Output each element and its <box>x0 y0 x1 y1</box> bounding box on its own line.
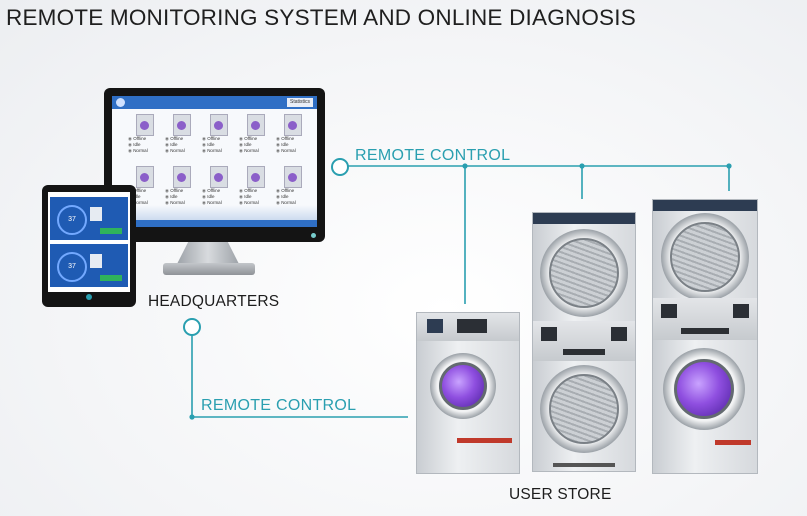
connector-circle-top <box>331 158 349 176</box>
timer-ring: 37 <box>57 252 87 282</box>
stack-indicator-strip <box>715 440 751 445</box>
washer-icon <box>173 114 191 136</box>
screen-header: Statistics <box>112 96 317 109</box>
connector-circle-hq <box>183 318 201 336</box>
washer-control-panel <box>417 313 519 341</box>
stack-washer-door <box>663 348 745 430</box>
junction-dot <box>462 163 468 169</box>
monitor-base <box>163 263 255 275</box>
machine-panel[interactable]: 37 <box>50 197 128 240</box>
machine-tile[interactable]: OfflineIdleNormal <box>165 114 202 160</box>
machine-grid: OfflineIdleNormal OfflineIdleNormal Offl… <box>128 114 313 212</box>
washer-icon <box>247 166 265 188</box>
remote-control-label-bottom: REMOTE CONTROL <box>201 397 357 414</box>
machine-tile[interactable]: OfflineIdleNormal <box>239 166 276 212</box>
power-button-icon <box>311 233 316 238</box>
remote-control-label-top: REMOTE CONTROL <box>355 147 511 164</box>
stack-middle-panel <box>653 298 757 340</box>
stack-dryer-drum <box>670 222 740 292</box>
washer-icon <box>247 114 265 136</box>
washer-icon <box>90 207 102 221</box>
junction-dot <box>189 414 195 420</box>
machine-tile[interactable]: OfflineIdleNormal <box>276 114 313 160</box>
app-logo-icon <box>116 98 125 107</box>
stack-washer-drum <box>674 359 734 419</box>
washer-drum <box>439 362 487 410</box>
start-button[interactable] <box>100 275 122 281</box>
monitor-stand <box>177 242 239 264</box>
junction-dot <box>579 163 585 169</box>
washer-icon <box>173 166 191 188</box>
monitor-screen: Statistics OfflineIdleNormal OfflineIdle… <box>112 96 317 227</box>
machine-tile[interactable]: OfflineIdleNormal <box>276 166 313 212</box>
tablet-device: 37 37 <box>42 185 136 307</box>
start-button[interactable] <box>100 228 122 234</box>
machine-tile[interactable]: OfflineIdleNormal <box>202 114 239 160</box>
machine-tile[interactable]: OfflineIdleNormal <box>202 166 239 212</box>
upper-dryer-drum <box>549 238 619 308</box>
machine-panel[interactable]: 37 <box>50 244 128 287</box>
screen-footer <box>112 220 317 227</box>
washer-door <box>430 353 496 419</box>
dryer-middle-panel <box>533 321 635 361</box>
washer-indicator-strip <box>457 438 512 443</box>
timer-ring: 37 <box>57 205 87 235</box>
upper-dryer-door <box>540 229 628 317</box>
front-load-washer <box>416 312 520 474</box>
washer-icon <box>210 114 228 136</box>
machine-tile[interactable]: OfflineIdleNormal <box>128 166 165 212</box>
washer-icon <box>284 114 302 136</box>
tablet-screen: 37 37 <box>48 192 130 292</box>
lower-dryer-drum <box>549 374 619 444</box>
statistics-button[interactable]: Statistics <box>286 98 313 107</box>
lower-dryer-door <box>540 365 628 453</box>
machine-tile[interactable]: OfflineIdleNormal <box>165 166 202 212</box>
stacked-dryer <box>532 212 636 472</box>
stack-dryer-door <box>661 213 749 301</box>
dryer-washer-stack <box>652 199 758 474</box>
user-store-label: USER STORE <box>509 486 612 503</box>
machine-tile[interactable]: OfflineIdleNormal <box>128 114 165 160</box>
machine-tile[interactable]: OfflineIdleNormal <box>239 114 276 160</box>
home-button-icon <box>86 294 92 300</box>
desktop-monitor: Statistics OfflineIdleNormal OfflineIdle… <box>104 88 325 242</box>
headquarters-label: HEADQUARTERS <box>148 293 280 310</box>
washer-icon <box>136 114 154 136</box>
washer-icon <box>284 166 302 188</box>
stack-top-panel <box>653 200 757 211</box>
junction-dot <box>726 163 732 169</box>
dryer-top-panel <box>533 213 635 224</box>
washer-icon <box>136 166 154 188</box>
washer-icon <box>210 166 228 188</box>
washer-icon <box>90 254 102 268</box>
page-title: REMOTE MONITORING SYSTEM AND ONLINE DIAG… <box>6 5 636 30</box>
